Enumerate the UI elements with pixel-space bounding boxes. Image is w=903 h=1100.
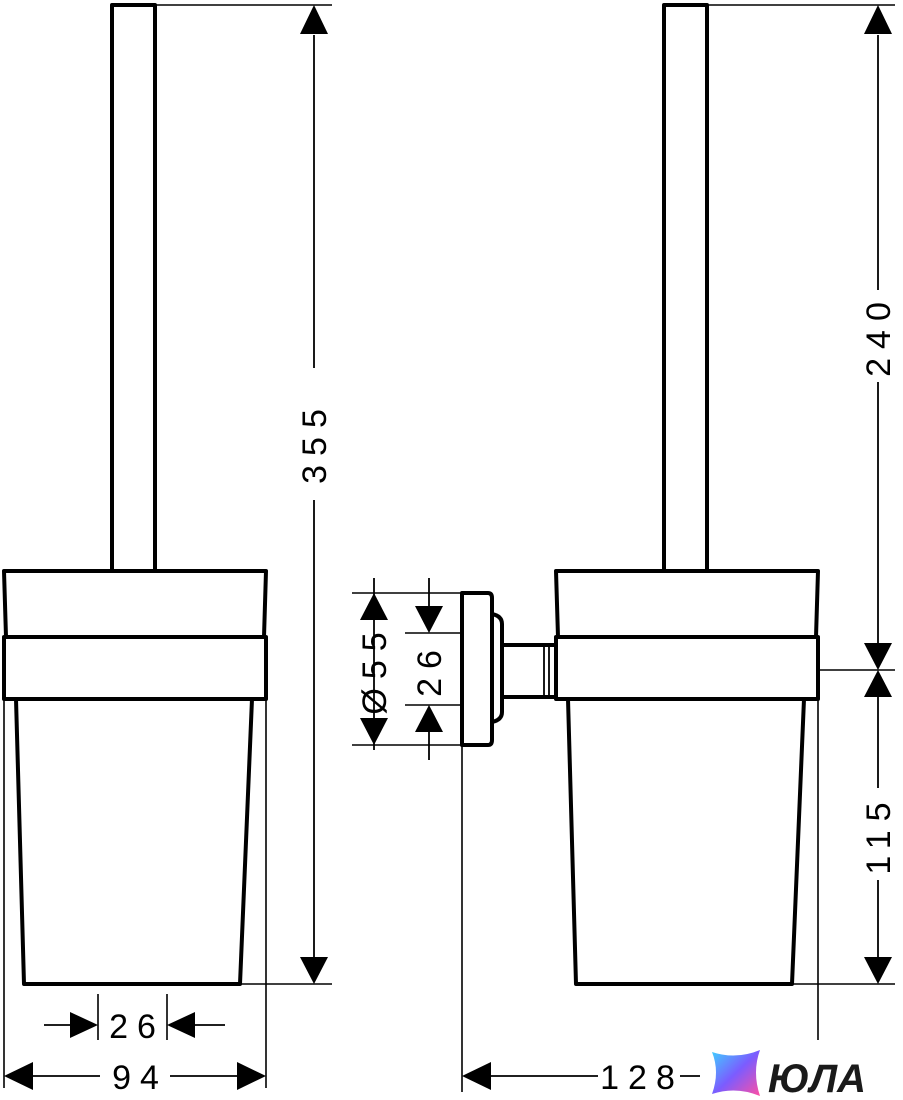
holder-arm	[502, 643, 556, 699]
dim-rosette-inner-label: 26	[411, 641, 449, 697]
dim-projection-label: 128	[600, 1059, 684, 1097]
dim-bottom-inner-label: 26	[109, 1008, 165, 1046]
dim-rosette-diameter: Ø55	[356, 578, 394, 750]
dim-bottom-inner: 26	[44, 1008, 225, 1046]
dim-brush-height-label: 240	[860, 293, 898, 377]
front-holder-lid	[2, 569, 268, 639]
brand-name: ЮЛА	[768, 1057, 866, 1100]
front-holder-band	[2, 635, 268, 701]
dim-holder-height-label: 115	[860, 793, 898, 874]
brand-logo: ЮЛА	[712, 1050, 866, 1100]
dim-projection: 128	[462, 1059, 700, 1097]
star-logo-icon	[712, 1050, 760, 1096]
side-holder-band	[554, 635, 820, 701]
dim-rosette-diameter-label: Ø55	[356, 623, 394, 714]
dim-holder-height: 115	[860, 670, 898, 984]
dim-overall-height: 355	[296, 5, 334, 984]
side-holder-lid	[554, 569, 820, 639]
front-view: 355 26 94	[2, 3, 334, 1097]
wall-rosette	[460, 591, 494, 747]
side-view: 240 115 Ø55 26	[352, 3, 898, 1097]
dim-brush-height: 240	[860, 5, 898, 670]
front-brush-handle	[110, 3, 157, 573]
dim-overall-height-label: 355	[296, 400, 334, 484]
dim-width: 94	[4, 1059, 266, 1097]
side-brush-handle	[662, 3, 709, 573]
dim-rosette-inner: 26	[411, 578, 449, 760]
rosette-step	[491, 612, 504, 724]
front-holder-cup	[14, 698, 254, 986]
side-holder-cup	[566, 698, 806, 986]
dim-width-label: 94	[112, 1059, 168, 1097]
